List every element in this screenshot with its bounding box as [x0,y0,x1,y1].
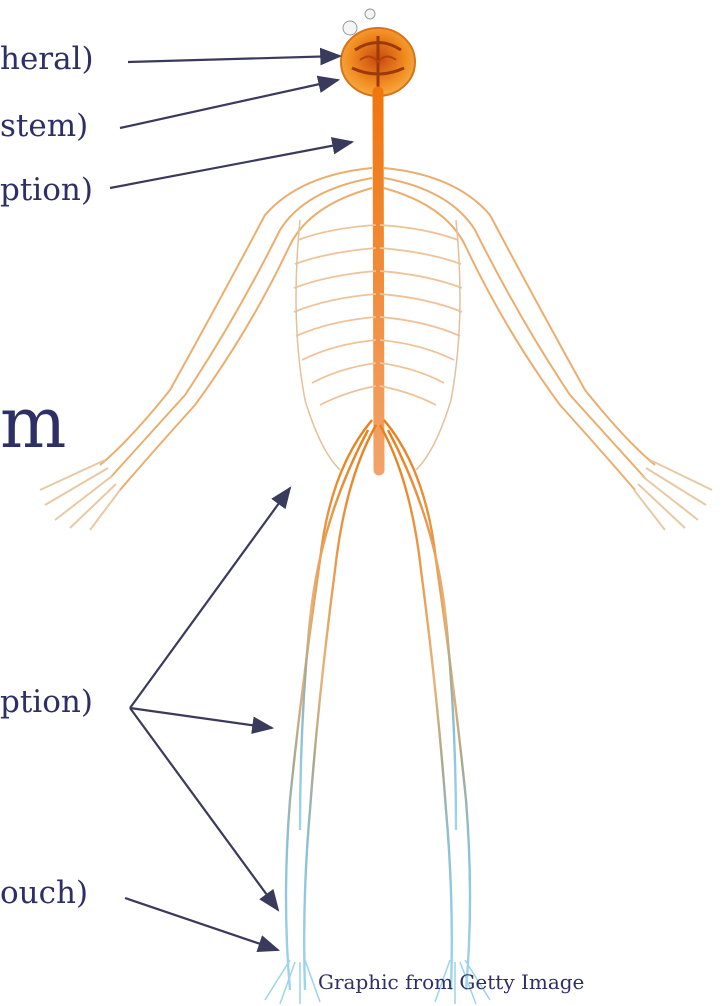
spinal-cord-icon [378,92,379,470]
label-touch: ouch) [0,878,88,909]
label-brainstem: stem) [0,111,88,142]
label-proprioception-lower: ption) [0,687,93,718]
brain-icon [341,9,415,96]
big-heading-fragment: m [0,388,66,458]
label-peripheral: heral) [0,44,94,75]
label-proprioception-upper: ption) [0,175,93,206]
image-credit: Graphic from Getty Image [318,970,584,994]
